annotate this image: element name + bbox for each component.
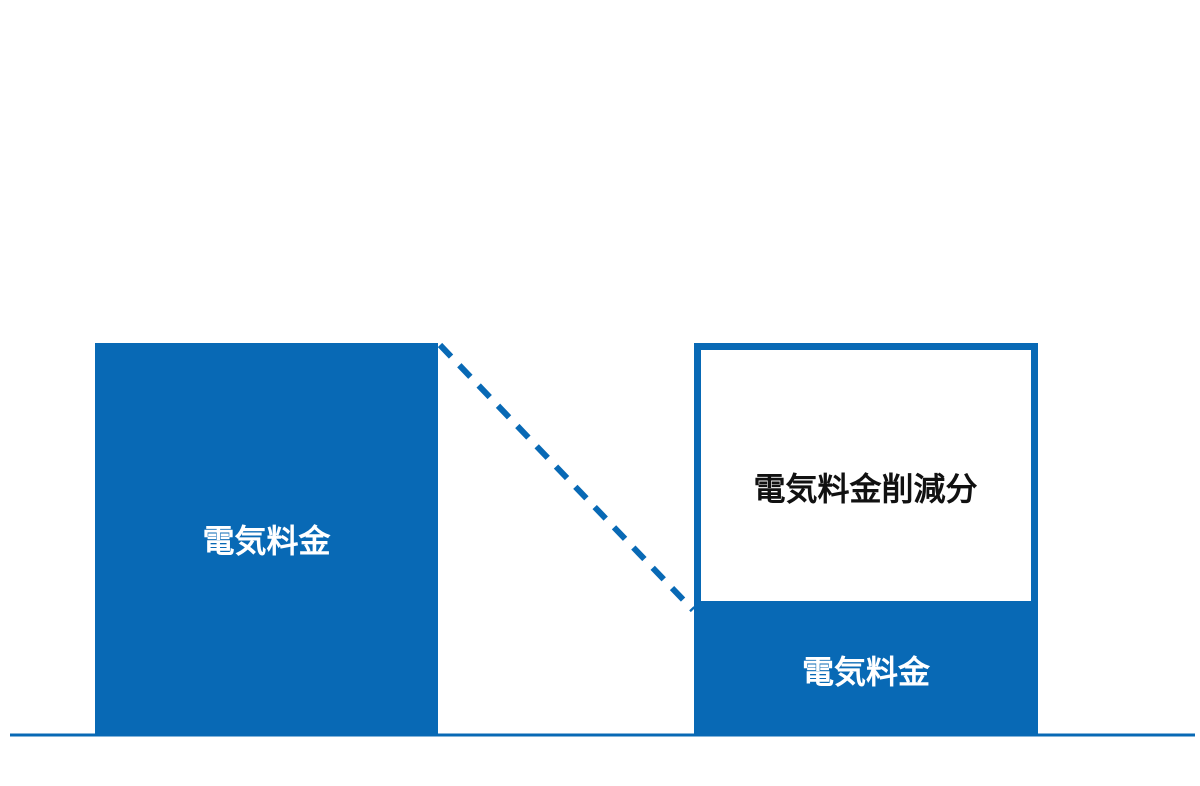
before-bar-label: 電気料金 bbox=[202, 522, 331, 560]
remaining-bar bbox=[694, 604, 1038, 735]
reduction-box bbox=[694, 343, 1038, 608]
remaining-bar-label: 電気料金 bbox=[801, 652, 930, 691]
reduction-label: 電気料金削減分 bbox=[753, 470, 978, 508]
dashed-connector bbox=[437, 342, 696, 613]
before-bar bbox=[95, 343, 438, 735]
